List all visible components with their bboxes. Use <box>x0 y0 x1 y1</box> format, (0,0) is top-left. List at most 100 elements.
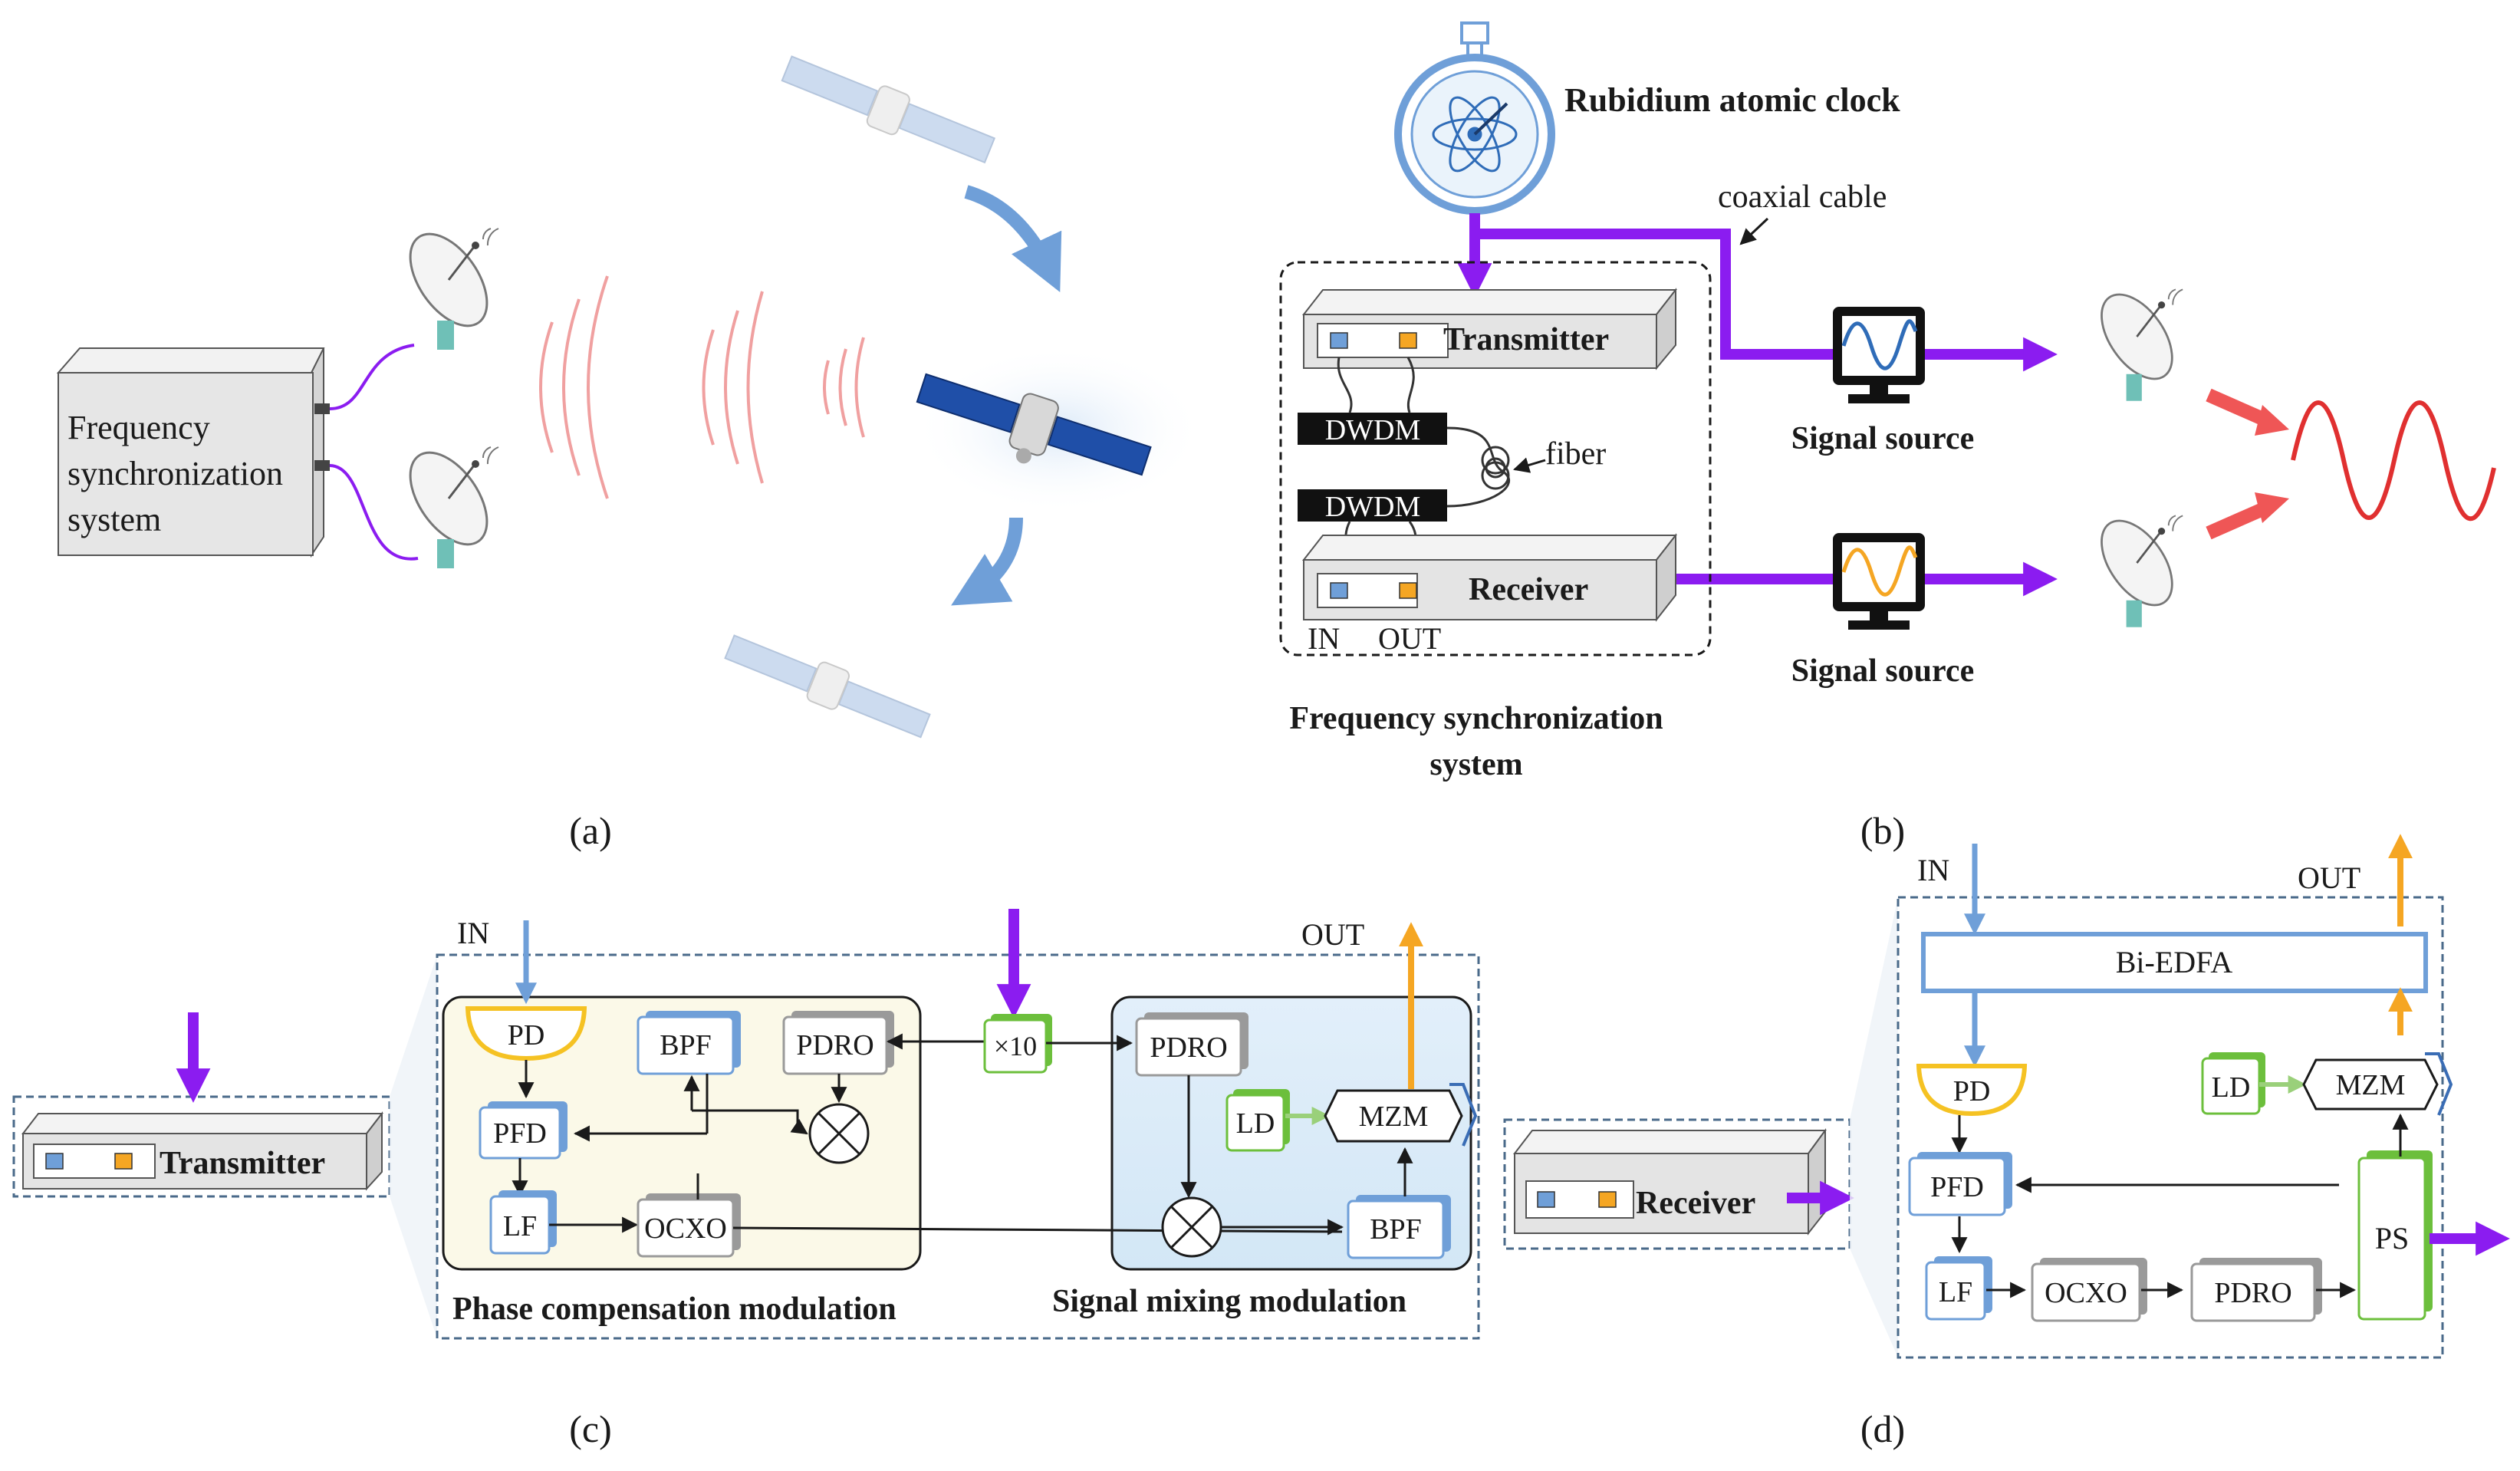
dwdm-top-label: DWDM <box>1325 414 1421 446</box>
red-arrow-top <box>2206 388 2269 427</box>
ld-label: LD <box>1236 1107 1275 1140</box>
panel-label-c: (c) <box>569 1407 612 1450</box>
fiber-tx <box>1337 357 1415 413</box>
in-label: IN <box>1917 853 1949 887</box>
pdro-label: PDRO <box>2214 1277 2291 1309</box>
mzm-block <box>2302 1058 2439 1111</box>
system-label-line2: system <box>1429 747 1522 782</box>
panel-label-a: (a) <box>569 809 612 852</box>
ocxo-label: OCXO <box>2045 1277 2127 1309</box>
pfd-label: PFD <box>1930 1171 1984 1203</box>
pd-label: PD <box>508 1019 545 1051</box>
coax-label: coaxial cable <box>1718 179 1887 215</box>
bpf-2-block <box>1347 1200 1445 1259</box>
lf-label: LF <box>1939 1276 1972 1308</box>
panel-a: Frequency synchronization system <box>56 55 1204 852</box>
ocxo-block <box>2031 1262 2141 1322</box>
signal-source-bottom-label: Signal source <box>1791 653 1974 689</box>
atom-icon <box>1432 96 1518 173</box>
zoom-connector <box>390 955 437 1338</box>
system-label-line1: Frequency synchronization <box>1289 701 1663 736</box>
curved-arrow-icon <box>951 517 1023 606</box>
sync-system-frame <box>1279 261 1712 657</box>
ld-label: LD <box>2212 1071 2251 1104</box>
signal-mixing-label: Signal mixing modulation <box>1052 1284 1406 1319</box>
panel-label-b: (b) <box>1860 809 1905 852</box>
multiplier-block <box>983 1019 1048 1074</box>
ps-block <box>2357 1157 2426 1321</box>
system-label-line3: system <box>67 501 161 538</box>
bi-edfa-block <box>1921 932 2428 993</box>
transmitter-detail-frame <box>436 953 1480 1340</box>
fiber-pointer <box>1512 457 1546 473</box>
pdro-block <box>2190 1262 2316 1322</box>
sync-system-box: Frequency synchronization system <box>56 347 330 558</box>
satellite-icon <box>781 55 996 164</box>
fiber-spool <box>1446 426 1510 508</box>
cable-bottom <box>329 464 419 561</box>
receiver-box: Receiver <box>1301 533 1678 622</box>
transmitter-label: Transmitter <box>1443 322 1609 357</box>
satellite-dish-icon <box>2101 515 2183 627</box>
stopwatch-icon <box>1394 21 1555 215</box>
mzm-block <box>1324 1089 1463 1143</box>
ocxo-to-mixer-line <box>732 1226 1343 1233</box>
coax-cable <box>1475 229 1833 360</box>
dwdm-bottom-label: DWDM <box>1325 491 1421 523</box>
monitor-icon <box>1833 307 1925 403</box>
bi-edfa-label: Bi-EDFA <box>2116 945 2233 979</box>
clock-label: Rubidium atomic clock <box>1564 81 1900 119</box>
ps-label: PS <box>2375 1221 2410 1255</box>
pd-block <box>465 1006 587 1061</box>
dwdm-bottom <box>1298 489 1447 522</box>
pfd-block <box>1908 1157 2006 1216</box>
pd-block <box>1916 1064 2028 1117</box>
sine-wave-icon <box>2291 400 2496 522</box>
cable-top <box>329 344 415 410</box>
pdro-1-label: PDRO <box>796 1029 873 1061</box>
dwdm-top <box>1298 413 1447 445</box>
radio-wave-icon <box>539 275 865 499</box>
out-label: OUT <box>1378 621 1441 656</box>
coax-pointer <box>1739 217 1769 245</box>
bpf-2-label: BPF <box>1370 1213 1422 1246</box>
fiber-label: fiber <box>1545 436 1606 472</box>
bpf-1-block <box>637 1015 735 1075</box>
system-label-line2: synchronization <box>67 455 283 492</box>
lf-label: LF <box>503 1210 537 1242</box>
mzm-label: MZM <box>2336 1069 2406 1101</box>
panel-d: Receiver IN OUT Bi-EDFA PD LD MZM PFD <box>1503 834 2510 1450</box>
satellite-icon <box>916 373 1152 476</box>
ocxo-label: OCXO <box>644 1213 727 1245</box>
panel-label-d: (d) <box>1860 1407 1905 1450</box>
signal-source-top-label: Signal source <box>1791 421 1974 456</box>
red-arrow-bottom <box>2206 501 2269 540</box>
monitor-icon <box>1833 533 1925 630</box>
fiber-coil <box>1481 446 1510 475</box>
system-label-line1: Frequency <box>67 409 210 446</box>
out-label: OUT <box>2298 861 2360 895</box>
satellite-icon <box>724 634 931 739</box>
satellite-dish-icon <box>2101 288 2183 401</box>
bpf-1-label: BPF <box>660 1029 712 1061</box>
pdro-2-label: PDRO <box>1150 1032 1227 1064</box>
in-label: IN <box>1308 621 1340 656</box>
receiver-detail-frame <box>1897 896 2444 1359</box>
panel-c: Transmitter Phase compensation modulatio… <box>12 909 1480 1450</box>
in-label: IN <box>457 916 489 950</box>
pd-label: PD <box>1953 1075 1991 1107</box>
receiver-label: Receiver <box>1636 1186 1755 1221</box>
ld-block <box>1225 1094 1285 1152</box>
multiplier-label: ×10 <box>994 1031 1037 1061</box>
satellite-dish-icon <box>409 228 499 350</box>
lf-block <box>1925 1261 1986 1321</box>
phase-compensation-label: Phase compensation modulation <box>452 1292 896 1327</box>
curved-arrow-icon <box>964 185 1062 293</box>
zoom-connector <box>1850 897 1898 1357</box>
receiver-label: Receiver <box>1469 572 1588 607</box>
transmitter-label: Transmitter <box>160 1146 325 1181</box>
pfd-label: PFD <box>493 1117 547 1150</box>
satellite-dish-icon <box>409 446 499 568</box>
panel-b: Rubidium atomic clock coaxial cable Tran… <box>1279 21 2496 852</box>
